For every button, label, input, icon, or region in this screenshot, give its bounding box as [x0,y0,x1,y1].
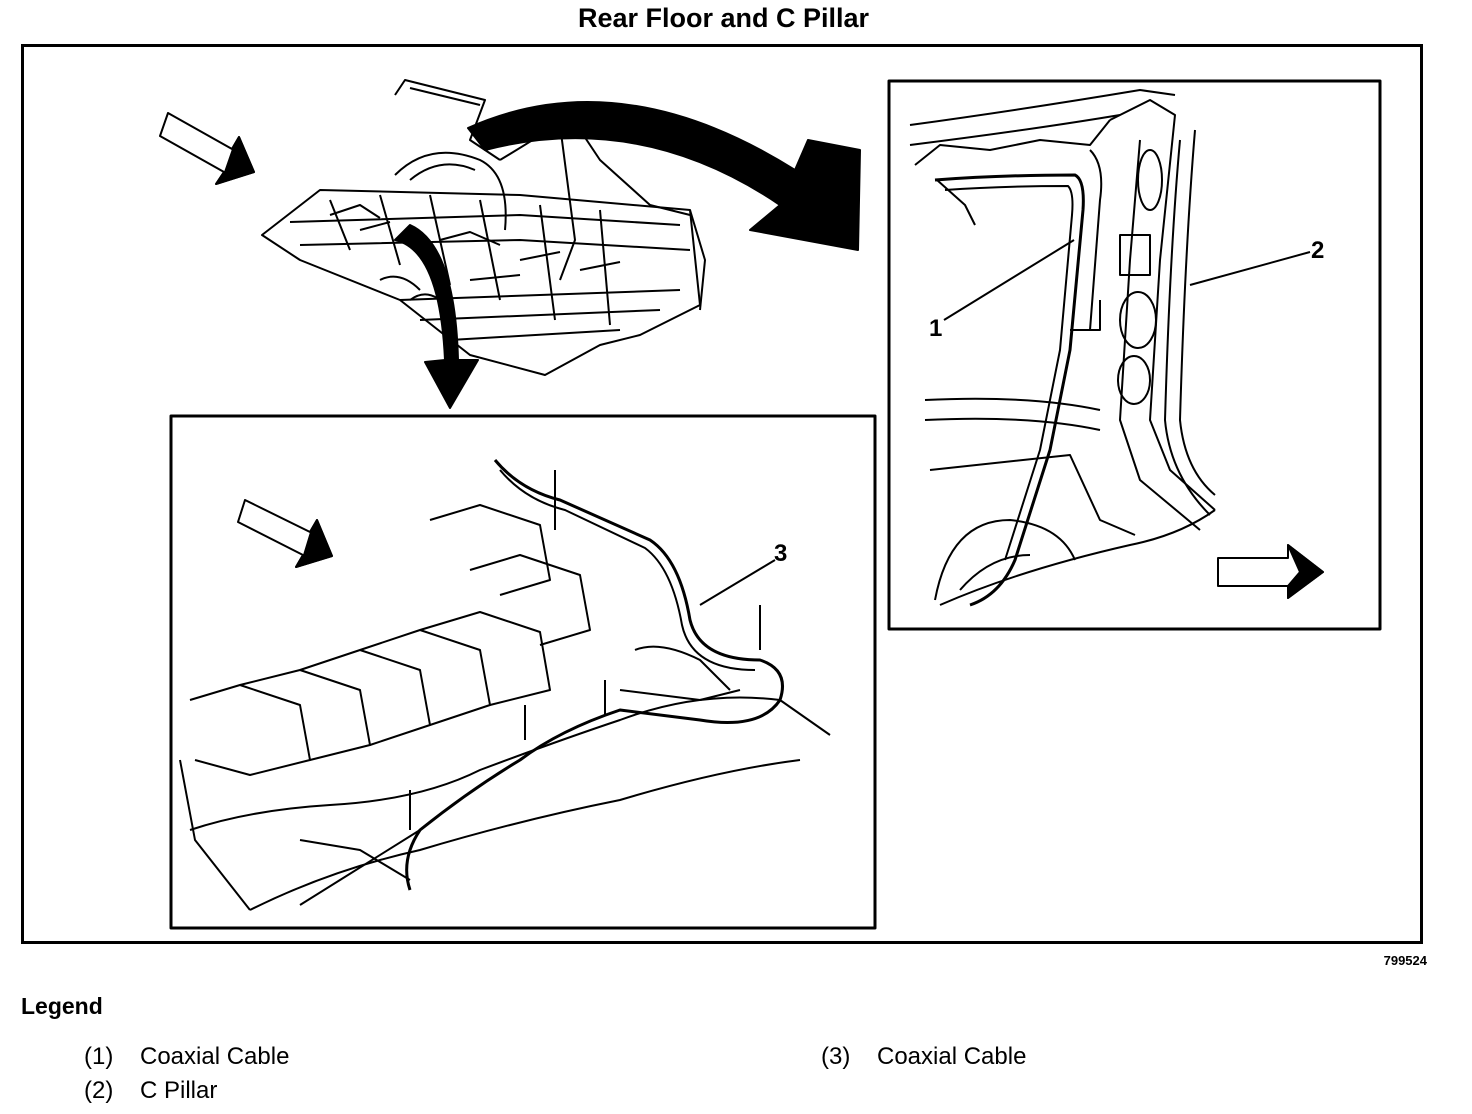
c-pillar-detail [909,89,1216,607]
legend-item: (2) C Pillar [84,1077,217,1105]
callout-2-leader [1189,251,1311,286]
page-title: Rear Floor and C Pillar [577,3,870,33]
callout-3-leader [699,559,776,606]
legend-item-label: Coaxial Cable [877,1043,1027,1070]
curved-arrow-icon [394,224,479,409]
legend-item-label: Coaxial Cable [140,1043,290,1070]
legend-item-number: (3) [821,1043,851,1070]
legend-heading: Legend [21,993,103,1019]
arrow-right-icon [1217,544,1324,599]
callout-2: 2 [1311,237,1324,264]
rear-floor-detail [179,459,831,911]
vehicle-overview [261,79,706,376]
diagram-frame [21,44,1423,944]
callout-1-leader [943,239,1075,321]
inset-c-pillar [887,79,1382,631]
inset-rear-floor [169,414,877,930]
legend-item: (3) Coaxial Cable [821,1043,1026,1071]
figure-id: 799524 [1383,953,1427,968]
legend-item-number: (1) [84,1043,114,1070]
callout-3: 3 [774,540,787,567]
legend-item-label: C Pillar [140,1077,218,1104]
arrow-front-icon [237,499,333,568]
legend-item-number: (2) [84,1077,114,1104]
callout-1: 1 [929,315,942,342]
legend-item: (1) Coaxial Cable [84,1043,289,1071]
curved-arrow-icon [467,101,861,251]
arrow-front-icon [159,112,255,185]
